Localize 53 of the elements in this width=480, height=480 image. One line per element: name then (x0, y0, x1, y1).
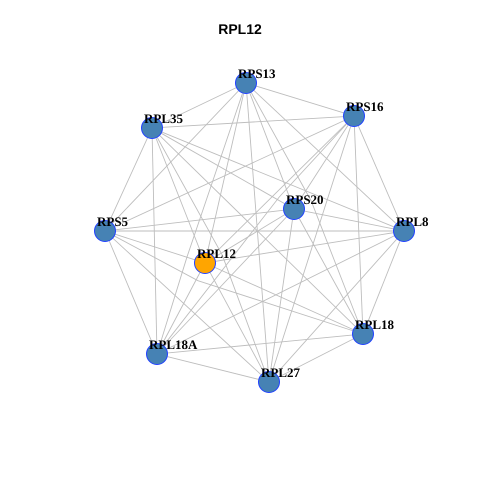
edge-line (214, 214, 286, 258)
node-label: RPL35 (144, 112, 183, 126)
edge-line (366, 240, 400, 324)
edge-line (109, 138, 148, 222)
edge-line (161, 87, 237, 124)
edge-line (115, 210, 284, 230)
edge-line (250, 92, 360, 324)
edge-line (162, 116, 344, 128)
edge-line (156, 137, 266, 372)
edge-line (246, 94, 269, 372)
node-label: RPL8 (396, 215, 428, 229)
edge-line (162, 272, 200, 345)
node-label: RPL18 (355, 318, 394, 332)
edge-line (114, 120, 344, 227)
node-label: RPL27 (261, 366, 300, 380)
edge-line (354, 126, 363, 324)
edge-line (270, 219, 293, 372)
edge-line (152, 138, 158, 344)
chart-title: RPL12 (218, 21, 262, 37)
node-label: RPS20 (286, 193, 324, 207)
node-label: RPS5 (97, 215, 128, 229)
edge-line (256, 86, 344, 114)
edge-line (300, 124, 348, 200)
edge-line (168, 334, 352, 354)
edge-line (116, 230, 394, 232)
edge-line (304, 210, 394, 230)
edge-line (249, 92, 291, 200)
node-label: RPL18A (149, 338, 198, 352)
edge-line (278, 338, 354, 378)
edge-line (215, 232, 394, 262)
edge-line (159, 135, 356, 327)
edge-line (254, 90, 396, 224)
node-label: RPS16 (346, 100, 384, 114)
edge-line (358, 126, 400, 222)
edge-line (276, 238, 398, 374)
edge-line (115, 234, 195, 260)
edge-line (207, 93, 244, 253)
edge-line (166, 235, 395, 350)
edge-line (212, 123, 347, 256)
node-label: RPS13 (238, 67, 276, 81)
edge-line (162, 132, 394, 228)
edge-line (112, 90, 239, 224)
edge-line (156, 138, 202, 254)
edge-line (167, 356, 259, 380)
edge-line (164, 216, 287, 346)
node-label: RPL12 (197, 247, 236, 261)
edge-line (298, 218, 358, 325)
edge-line (161, 133, 285, 204)
edge-line (112, 238, 262, 375)
edge-line (163, 124, 347, 346)
edge-line (214, 267, 354, 330)
edge-line (108, 240, 154, 344)
edge-line (114, 236, 353, 332)
